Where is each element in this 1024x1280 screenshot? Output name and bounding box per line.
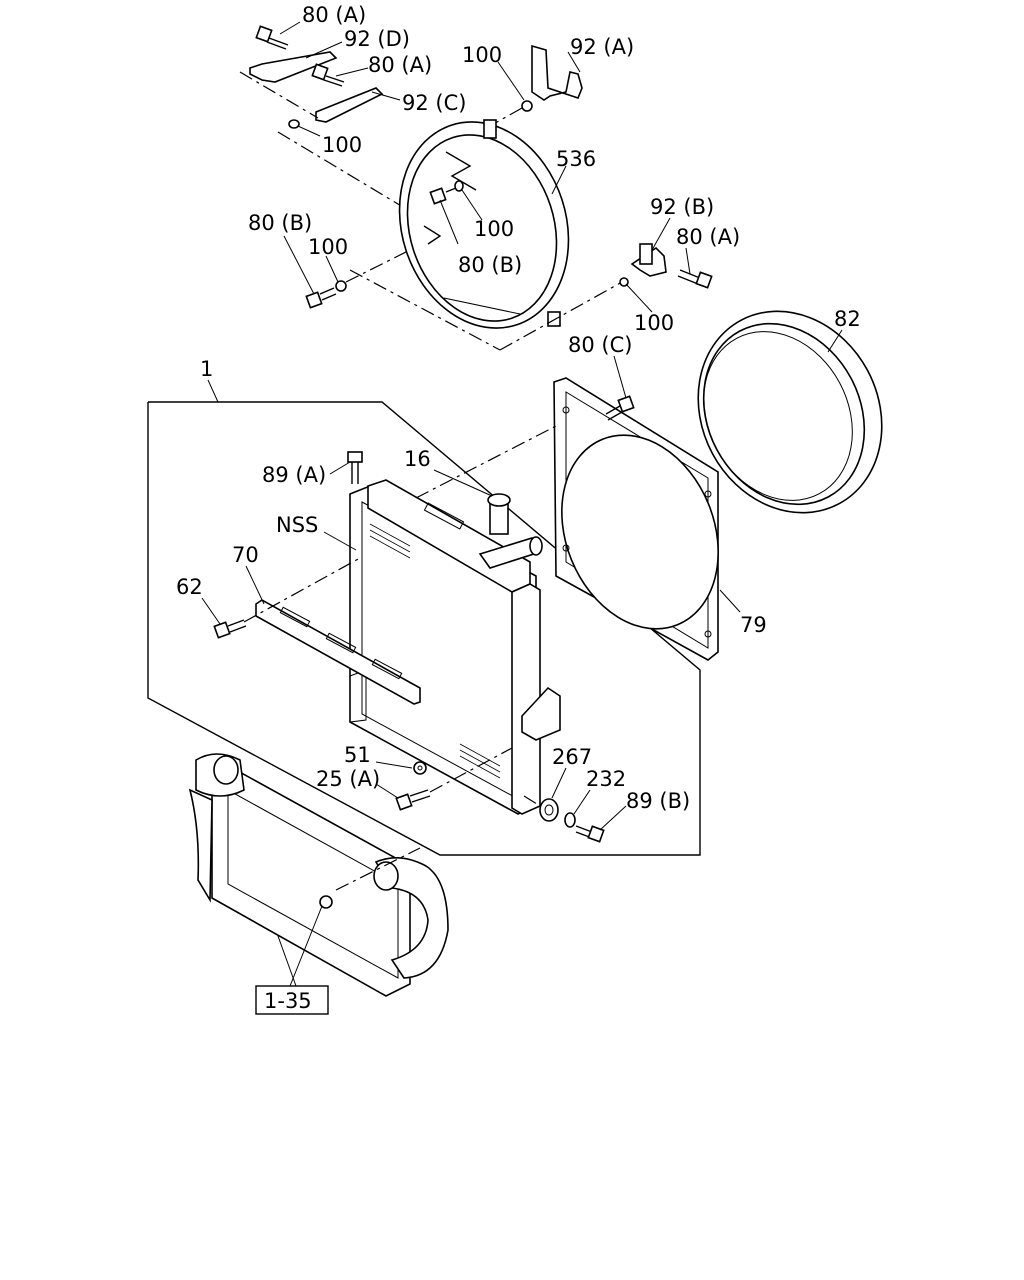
reference-label: 1-35	[264, 989, 312, 1013]
label-80b-left: 80 (B)	[248, 211, 312, 235]
label-25a: 25 (A)	[316, 767, 380, 791]
label-80a-top: 80 (A)	[302, 3, 366, 27]
label-82: 82	[834, 307, 861, 331]
fan-shroud-536	[398, 119, 570, 329]
label-62: 62	[176, 575, 203, 599]
bracket-92a	[531, 44, 583, 101]
bolt-89b	[575, 825, 605, 843]
bolt-89a	[347, 451, 363, 484]
label-100-right: 100	[634, 311, 674, 335]
label-100-inner: 100	[474, 217, 514, 241]
label-92b: 92 (B)	[650, 195, 714, 219]
label-1: 1	[200, 357, 213, 381]
label-536: 536	[556, 147, 596, 171]
label-92d: 92 (D)	[344, 27, 410, 51]
ring-82	[697, 310, 883, 514]
shroud-plate-79	[553, 377, 719, 661]
bolt-80c	[605, 395, 635, 421]
label-100-left: 100	[322, 133, 362, 157]
bolt-25a	[395, 789, 431, 811]
bracket-92d	[249, 51, 338, 83]
bolt-80a-top	[255, 25, 289, 50]
radiator-cap-16	[478, 493, 543, 569]
label-89b: 89 (B)	[626, 789, 690, 813]
upper-bracket-set	[239, 25, 583, 211]
washer-100-left	[288, 119, 300, 129]
washer-232	[564, 812, 576, 828]
label-232: 232	[586, 767, 626, 791]
label-70: 70	[232, 543, 259, 567]
label-100-top: 100	[462, 43, 502, 67]
bracket-92c	[315, 87, 384, 123]
label-89a: 89 (A)	[262, 463, 326, 487]
washer-100-top	[521, 100, 533, 112]
label-nss: NSS	[276, 513, 318, 537]
label-92c: 92 (C)	[402, 91, 466, 115]
label-80c: 80 (C)	[568, 333, 632, 357]
fastener-51	[413, 761, 427, 775]
label-80b-inner: 80 (B)	[458, 253, 522, 277]
label-80a-right: 80 (A)	[676, 225, 740, 249]
bolt-80a-second	[311, 63, 345, 87]
radiator-core	[349, 479, 561, 815]
bracket-92b	[630, 243, 667, 277]
bolt-80b-left	[305, 280, 347, 309]
label-100-lower-left: 100	[308, 235, 348, 259]
label-92a: 92 (A)	[570, 35, 634, 59]
bolt-80a-right	[677, 269, 713, 289]
fin-hatching	[369, 523, 501, 779]
label-267: 267	[552, 745, 592, 769]
leader-lines	[201, 21, 843, 987]
bushing-267	[539, 798, 559, 822]
bolt-62	[213, 619, 247, 639]
label-51: 51	[344, 743, 371, 767]
assembly-1-outline	[147, 401, 701, 856]
intercooler	[188, 753, 449, 997]
callout-labels: 80 (A) 92 (D) 80 (A) 92 (C) 100 100 92 (…	[176, 3, 861, 813]
bolt-80b-inner	[429, 180, 464, 205]
label-80a-second: 80 (A)	[368, 53, 432, 77]
label-16: 16	[404, 447, 431, 471]
reference-box: 1-35	[255, 985, 329, 1015]
label-79: 79	[740, 613, 767, 637]
